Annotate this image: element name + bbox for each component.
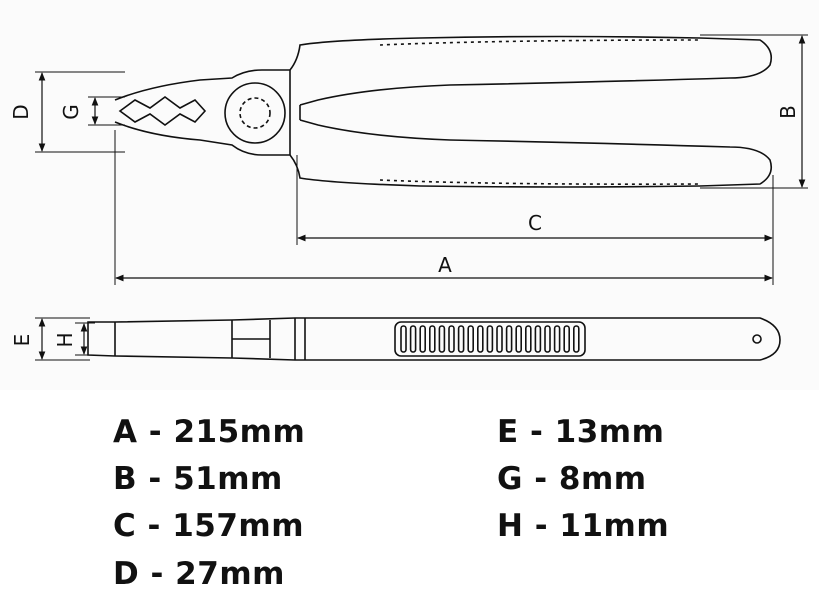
label-c: C bbox=[528, 211, 542, 235]
grip-slot bbox=[524, 325, 532, 353]
grip-slot bbox=[553, 325, 561, 353]
grip-slot bbox=[419, 325, 427, 353]
grip-slot bbox=[496, 325, 503, 353]
grip-slot bbox=[428, 325, 436, 353]
grip-slot bbox=[572, 325, 580, 353]
grip-slot bbox=[476, 325, 484, 353]
spec-c: C - 157mm bbox=[113, 508, 305, 544]
spec-a: A - 215mm bbox=[113, 414, 306, 450]
spec-h: H - 11mm bbox=[497, 508, 670, 544]
grip-slot bbox=[448, 325, 455, 353]
grip-slot bbox=[409, 325, 417, 353]
pliers-side-view bbox=[87, 317, 781, 361]
grip-slot bbox=[438, 325, 446, 353]
pliers-top-view bbox=[114, 35, 773, 188]
label-g: G bbox=[59, 104, 83, 120]
spec-g: G - 8mm bbox=[497, 461, 647, 497]
grip-slot bbox=[515, 325, 523, 353]
spec-b: B - 51mm bbox=[113, 461, 283, 497]
label-b: B bbox=[776, 105, 800, 119]
grip-slot bbox=[563, 325, 571, 353]
grip-slot bbox=[400, 325, 407, 353]
label-h: H bbox=[53, 332, 77, 347]
grip-slot bbox=[467, 325, 475, 353]
label-a: A bbox=[438, 253, 452, 277]
grip-slot bbox=[486, 325, 494, 353]
grip-slot bbox=[505, 325, 513, 353]
pliers-dimension-drawing: D G B C A E H bbox=[9, 34, 808, 361]
label-d: D bbox=[9, 104, 33, 119]
grip-slot bbox=[457, 325, 465, 353]
grip-slot bbox=[544, 325, 551, 353]
label-e: E bbox=[10, 334, 34, 347]
grip-slot bbox=[534, 325, 542, 353]
spec-e: E - 13mm bbox=[497, 414, 665, 450]
spec-d: D - 27mm bbox=[113, 556, 285, 592]
